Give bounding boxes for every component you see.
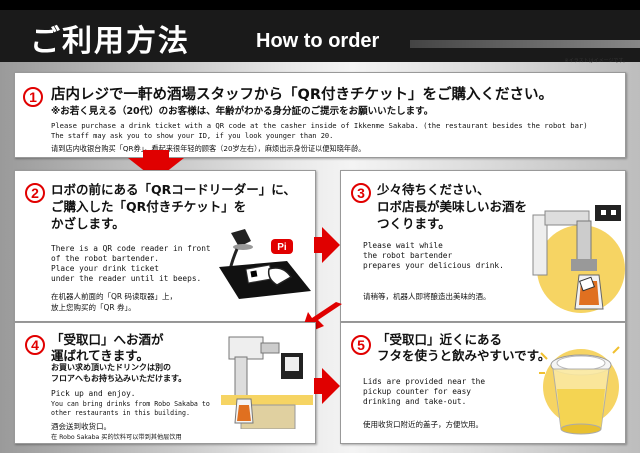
step-4-en-line2: You can bring drinks from Robo Sakaba to — [51, 400, 210, 408]
step-4-cn-line1: 酒会送到收货口。 — [51, 422, 111, 431]
step-5-cn: 使用收货口附近的盖子，方便饮用。 — [363, 420, 483, 429]
step-3-cn: 请稍等，机器人即将酿造出美味的酒。 — [363, 292, 491, 301]
step-2-title-line3: かざします。 — [51, 216, 125, 231]
step-5-en-line2: pickup counter for easy — [363, 387, 471, 396]
step-4-title-line1: 「受取口」へお酒が — [51, 332, 164, 347]
step-1-cn: 请到店内收银台购买「QR券」。看起来很年轻的顾客（20岁左右），麻烦出示身份证以… — [51, 144, 366, 153]
arrow-right-stem-1 — [314, 237, 324, 253]
step-3-card: 3 少々待ちください、 ロボ店長が美味しいお酒を つくります。 Please w… — [340, 170, 626, 322]
step-3-en-line1: Please wait while — [363, 241, 443, 250]
robot-bartender-illustration — [532, 205, 625, 313]
step-1-en-line2: The staff may ask you to show your ID, i… — [51, 132, 334, 140]
step-4-card: 4 「受取口」へお酒が 運ばれてきます。 お買い求め頂いたドリンクは別の フロア… — [14, 322, 316, 444]
pickup-counter-illustration — [221, 336, 313, 429]
page-title-jp: ご利用方法 — [30, 24, 190, 59]
step-1-card: 1 店内レジで一軒め酒場スタッフから「QR付きチケット」をご購入ください。 ※お… — [14, 72, 626, 158]
qr-reader-illustration: Pi — [219, 229, 311, 299]
arrow-right-icon — [322, 227, 340, 263]
header-banner: ご利用方法 How to order — [0, 0, 640, 62]
step-4-sub-line2: フロアへもお持ち込みいただけます。 — [51, 374, 187, 383]
step-2-cn-line2: 放上您购买的「QR 券」。 — [51, 303, 136, 312]
step-2-card: 2 ロボの前にある「QRコードリーダー」に、 ご購入した「QR付きチケット」を … — [14, 170, 316, 322]
step-5-en-line3: drinking and take-out. — [363, 397, 467, 406]
step-1-title: 店内レジで一軒め酒場スタッフから「QR付きチケット」をご購入ください。 — [51, 87, 553, 103]
arrow-down-stem — [143, 150, 169, 160]
step-4-number: 4 — [25, 335, 45, 355]
step-3-en-line2: the robot bartender — [363, 251, 453, 260]
step-2-cn-line1: 在机器人前面的「QR 码读取器」上， — [51, 292, 177, 301]
step-4-en-line1: Pick up and enjoy. — [51, 389, 136, 398]
step-3-title-line3: つくります。 — [377, 216, 451, 231]
header-top-strip — [0, 0, 640, 10]
step-3-number: 3 — [351, 183, 371, 203]
arrow-right-stem-2 — [314, 378, 324, 394]
step-4-title-line2: 運ばれてきます。 — [51, 348, 150, 363]
step-5-en-line1: Lids are provided near the — [363, 377, 486, 386]
page-title-en: How to order — [256, 30, 380, 52]
step-1-en-line1: Please purchase a drink ticket with a QR… — [51, 121, 588, 130]
step-3-title-line1: 少々待ちください、 — [377, 182, 490, 197]
illustration-note: ※イラストはイメージです。 — [564, 58, 629, 64]
step-4-cn-line2: 在 Robo Sakaba 买的饮料可以带到其他层饮用 — [51, 434, 182, 441]
step-2-title-line2: ご購入した「QR付きチケット」を — [51, 199, 247, 214]
step-2-en-line2: of the robot bartender. — [51, 254, 159, 263]
arrow-right-icon-2 — [322, 368, 340, 404]
step-2-en-line3: Place your drink ticket — [51, 264, 159, 273]
step-5-title-line2: フタを使うと飲みやすいです。 — [377, 348, 551, 363]
step-1-subtitle: ※お若く見える（20代）のお客様は、年齢がわかる身分証のご提示をお願いいたします… — [51, 106, 434, 117]
step-4-sub-line1: お買い求め頂いたドリンクは別の — [51, 363, 171, 372]
pi-sound-text: Pi — [277, 242, 287, 253]
step-3-en-line3: prepares your delicious drink. — [363, 261, 504, 270]
step-4-en-line3: other restaurants in this building. — [51, 409, 190, 417]
step-5-card: 5 「受取口」近くにある フタを使うと飲みやすいです。 Lids are pro… — [340, 322, 626, 444]
step-3-title-line2: ロボ店長が美味しいお酒を — [377, 199, 528, 214]
cup-with-lid-illustration — [539, 346, 620, 435]
step-5-title-line1: 「受取口」近くにある — [377, 332, 503, 347]
step-2-en-line1: There is a QR code reader in front — [51, 244, 211, 253]
step-2-title-line1: ロボの前にある「QRコードリーダー」に、 — [51, 182, 296, 197]
step-2-number: 2 — [25, 183, 45, 203]
step-2-en-line4: under the reader until it beeps. — [51, 274, 202, 283]
step-5-number: 5 — [351, 335, 371, 355]
step-1-number: 1 — [23, 87, 43, 107]
header-stripe — [410, 40, 640, 48]
